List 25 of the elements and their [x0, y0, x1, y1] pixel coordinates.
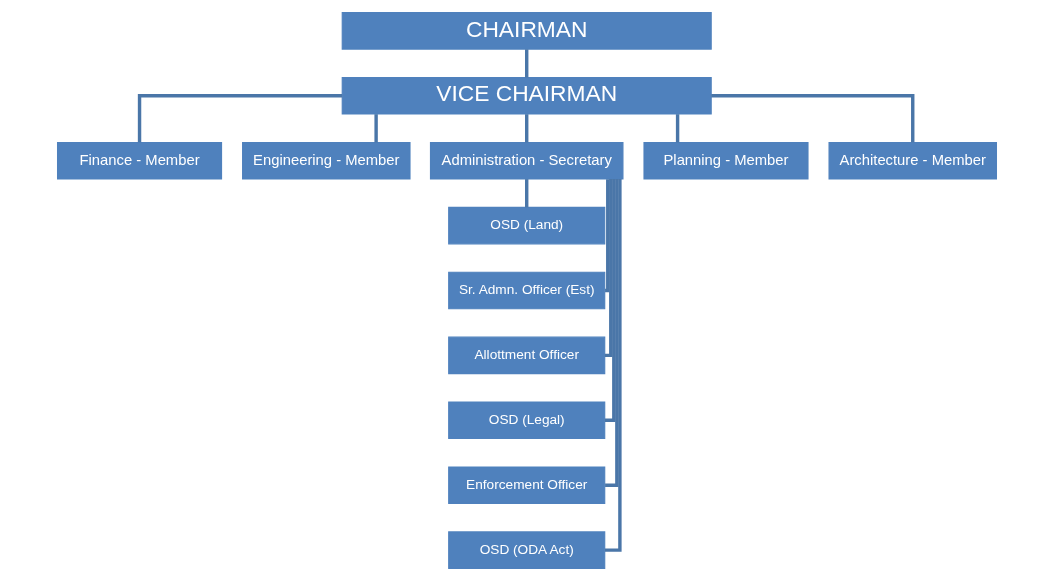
node-box: Allottment Officer — [447, 336, 605, 375]
node-box: OSD (ODA Act) — [447, 531, 605, 569]
connector — [675, 114, 679, 143]
connector — [524, 49, 528, 78]
connector — [604, 179, 619, 487]
node-box: Enforcement Officer — [447, 466, 605, 504]
node-box: Engineering - Member — [241, 141, 411, 180]
node-box: VICE CHAIRMAN — [341, 77, 712, 115]
node-box: Finance - Member — [56, 141, 222, 180]
connector — [604, 179, 612, 358]
connector — [137, 94, 342, 143]
connector — [373, 114, 378, 143]
node-box: OSD (Land) — [447, 206, 605, 245]
node-box: Administration - Secretary — [429, 141, 623, 180]
connector — [604, 178, 622, 552]
node-box: Architecture - Member — [827, 141, 997, 180]
connector — [604, 178, 616, 423]
connector — [524, 179, 528, 208]
connector — [604, 179, 609, 293]
connector — [524, 114, 528, 143]
node-box: Sr. Admn. Officer (Est) — [447, 271, 605, 310]
node-box: Planning - Member — [642, 141, 809, 180]
connector — [710, 94, 914, 143]
node-box: OSD (Legal) — [447, 401, 605, 440]
node-box: CHAIRMAN — [341, 12, 712, 50]
